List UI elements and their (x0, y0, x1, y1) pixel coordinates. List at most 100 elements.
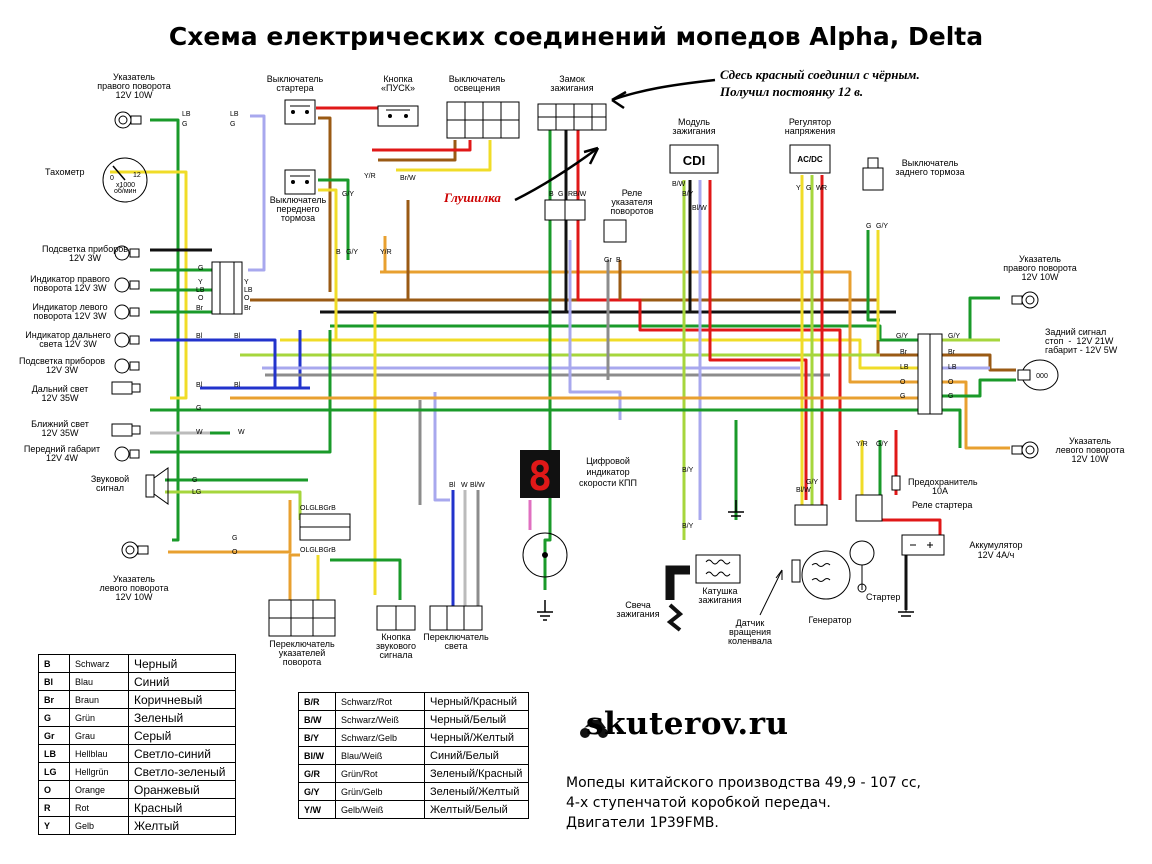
legend-code: G (38, 708, 70, 727)
wl-lb-2: LB (230, 111, 239, 118)
ground-icon-battery (898, 610, 914, 617)
wl-o-5: O (948, 379, 954, 386)
wl-w-3: W (461, 482, 468, 489)
wl-g-5: G (192, 477, 197, 484)
legend-code: O (38, 780, 70, 799)
fuse-icon (891, 475, 901, 491)
legend-code: G/R (298, 764, 336, 783)
legend-de: Grün (69, 708, 129, 727)
instrument-lamp-icon-1 (114, 245, 140, 261)
wire-green-gear (543, 420, 552, 590)
description-line-3: Двигатели 1P39FMB. (566, 815, 719, 831)
front-brake-switch-icon (284, 169, 316, 195)
wl-w-1: W (196, 429, 203, 436)
wl-g-1: G (182, 121, 187, 128)
description-line-2: 4-х ступенчатой коробкой передач. (566, 795, 831, 811)
brand-text: skuterov.ru (586, 706, 789, 742)
wl-gy-1: G/Y (342, 191, 354, 198)
annotation-arrow-icon (611, 78, 716, 102)
starter-switch-icon (284, 99, 316, 125)
wl-br-4: Br (948, 349, 956, 356)
wl-b-3: B (616, 257, 621, 264)
generator-icon (791, 550, 851, 600)
wire-green-left (150, 118, 180, 542)
wl-by-1: B/Y (682, 191, 694, 198)
wire-lightgreen-left (165, 490, 302, 520)
wl-g-9: G (866, 223, 871, 230)
note-line-2: Получил постоянку 12 в. (720, 84, 864, 99)
label-right-turn-front: Указатель (113, 72, 155, 82)
wires (110, 106, 1016, 610)
glushilka-label: Глушилка (444, 190, 501, 205)
legend-de: Blau (69, 672, 129, 691)
handlebar-connector (299, 513, 351, 541)
legend-de: Grün/Gelb (335, 782, 425, 801)
wl-o-1: O (198, 295, 204, 302)
legend-code: R (38, 798, 70, 817)
legend-de: Schwarz/Gelb (335, 728, 425, 747)
instrument-lamp-icon-2 (114, 358, 140, 374)
legend-code: B/R (298, 692, 336, 711)
svg-text:000: 000 (1036, 373, 1048, 380)
legend-ru: Зеленый (128, 708, 236, 727)
wl-gy-7: G/Y (876, 441, 888, 448)
wl-gy-4: G/Y (896, 333, 908, 340)
wl-lg-1: LG (192, 489, 201, 496)
legend-de: Schwarz/Weiß (335, 710, 425, 729)
diagram-title: Схема електрических соединений мопедов A… (168, 22, 984, 51)
legend-ru: Черный/Желтый (424, 728, 529, 747)
wl-yr-3: Y/R (856, 441, 868, 448)
legend-de: Braun (69, 690, 129, 709)
wl-w-2: W (238, 429, 245, 436)
wire-yellow-left (110, 170, 188, 400)
legend-code: B/Y (298, 728, 336, 747)
legend-ru: Синий/Белый (424, 746, 529, 765)
wire-green-ind (150, 268, 212, 342)
tacho-scale-x1000: x1000 (116, 182, 135, 189)
wire-yellow-brake (318, 188, 338, 340)
wire-lb-ign (568, 240, 622, 420)
legend-code: Br (38, 690, 70, 709)
wl-olgb-1: OLGLBGrB (300, 505, 336, 512)
wire-red-ign (576, 130, 842, 500)
wire-green-beams (150, 408, 230, 435)
legend-ru: Синий (128, 672, 236, 691)
wl-bl-1: Bl (196, 333, 203, 340)
wl-bl-5: Bl (449, 482, 456, 489)
legend-de: Gelb (69, 816, 129, 835)
wire-green-rl2 (940, 408, 962, 448)
wl-g-7: G (558, 191, 563, 198)
wl-gy-5: G/Y (948, 333, 960, 340)
cdi-label: CDI (683, 153, 705, 168)
legend-ru: Светло-зеленый (128, 762, 236, 781)
legend-ru: Красный (128, 798, 236, 817)
wire-green-brake (318, 178, 350, 260)
label-starter: Стартер (866, 592, 900, 602)
wl-w-4: W (816, 185, 823, 192)
ignition-coil-icon (695, 554, 741, 584)
wire-brown-start (318, 116, 332, 292)
legend-de: Hellgrün (69, 762, 129, 781)
wl-br-3: Br (900, 349, 908, 356)
wire-red-battery (878, 518, 942, 535)
